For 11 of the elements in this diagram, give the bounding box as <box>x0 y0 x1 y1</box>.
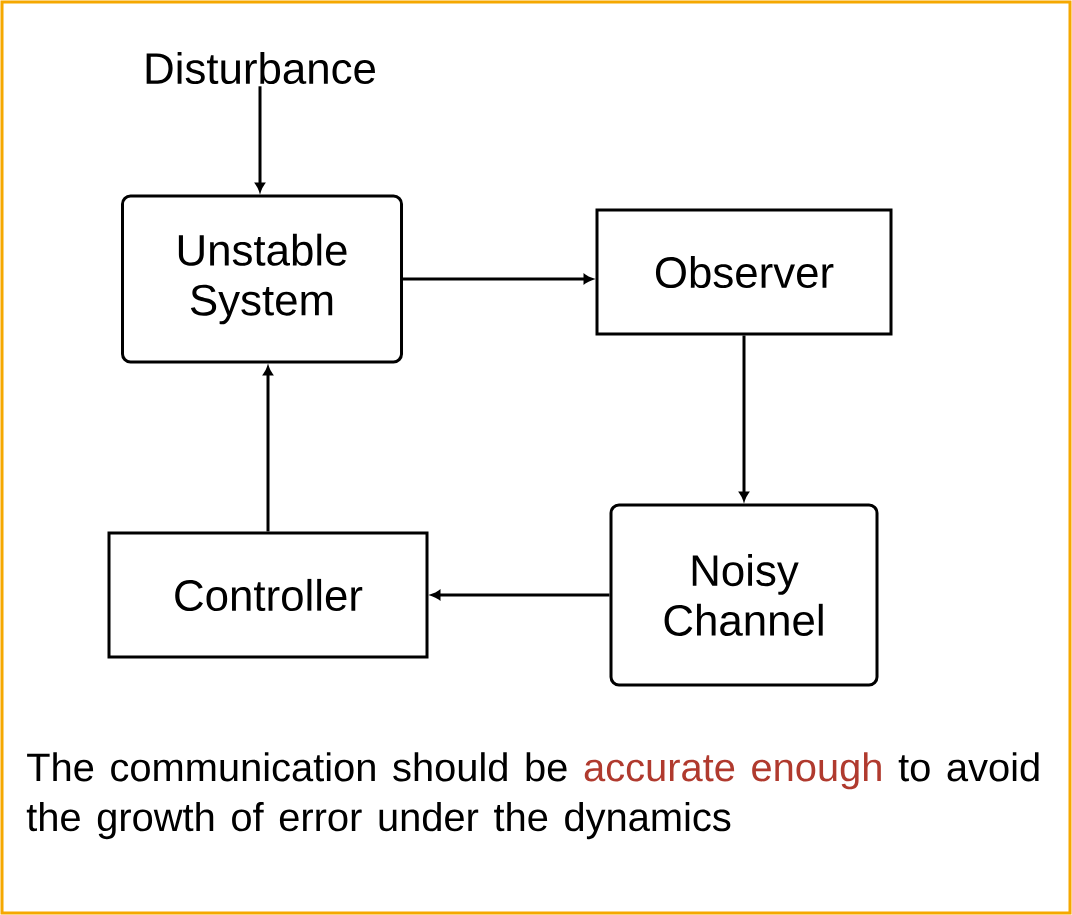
arrow <box>255 86 265 192</box>
arrow <box>739 335 749 501</box>
process-box: Controller <box>107 531 429 659</box>
process-box: Observer <box>595 208 893 336</box>
process-box: Noisy Channel <box>609 503 879 687</box>
input-label: Disturbance <box>146 51 375 85</box>
arrow <box>263 366 273 532</box>
caption: The communication should be accurate enough to avoid the growth of error under the dynamics <box>26 752 1039 840</box>
process-box: Unstable System <box>121 194 403 364</box>
arrow <box>431 590 610 600</box>
arrow <box>403 274 593 284</box>
